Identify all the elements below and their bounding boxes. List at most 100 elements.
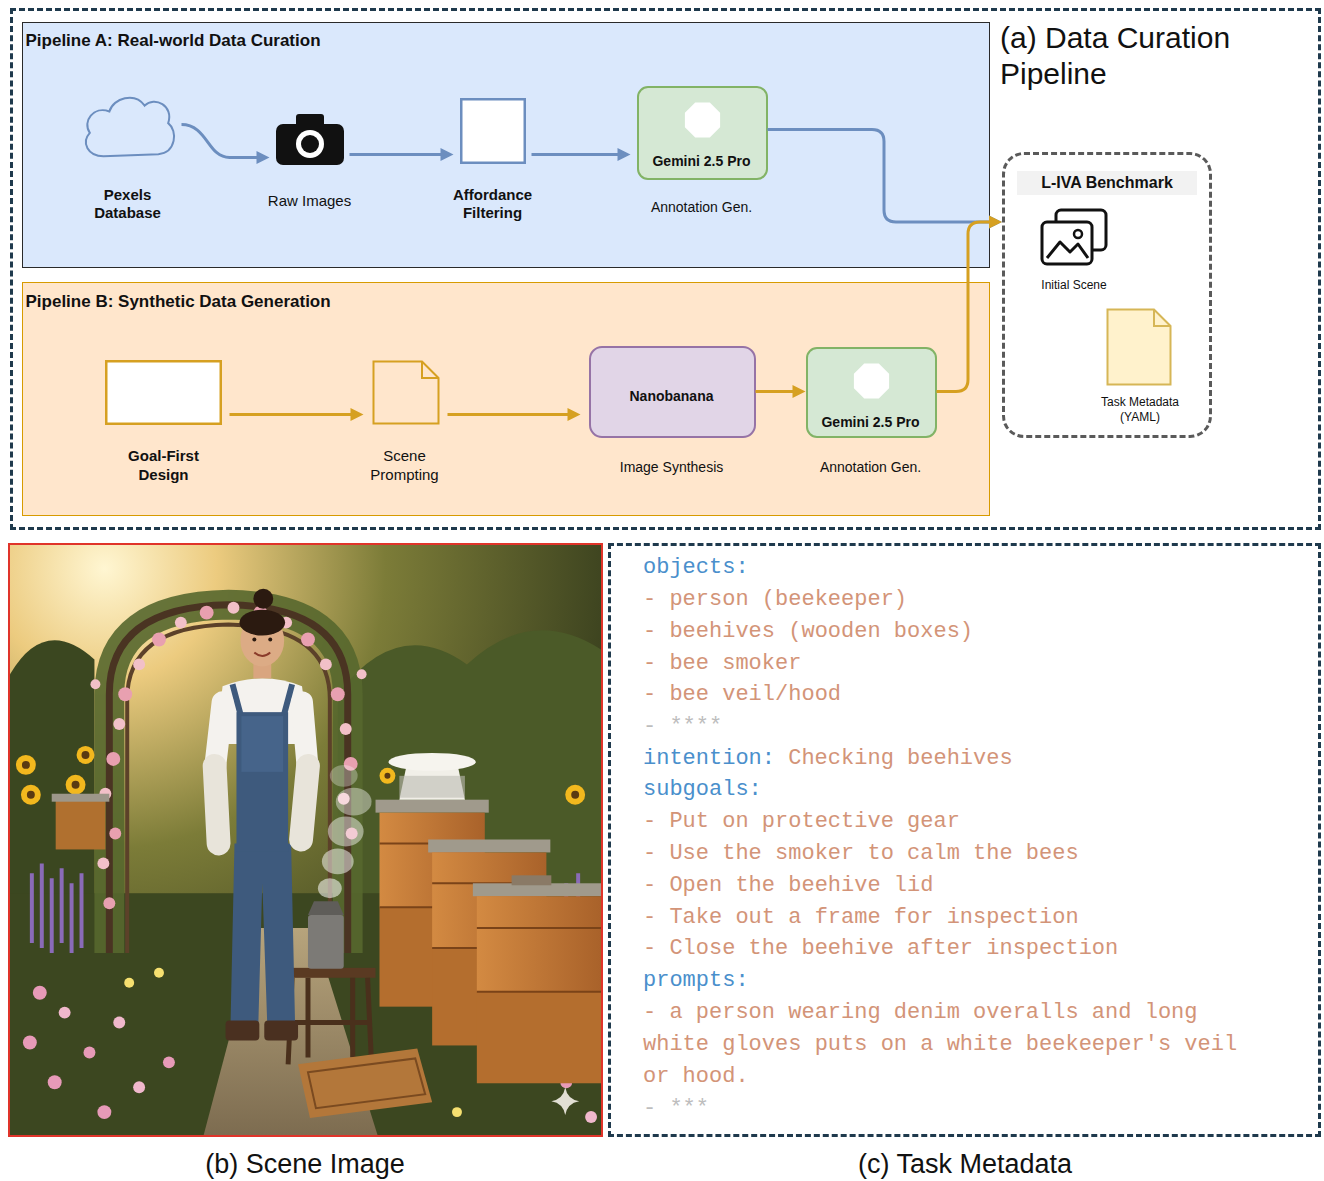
- stool-and-smoker: [308, 915, 344, 969]
- model-box: NanobananaImage Synthesis: [589, 346, 756, 438]
- document-fold: [1154, 310, 1171, 327]
- band-title: Pipeline A: Real-world Data Curation: [26, 31, 626, 51]
- flower-beds: [452, 1107, 462, 1117]
- pipeline-band: Pipeline B: Synthetic Data GenerationGoa…: [22, 282, 990, 516]
- connector-line: [182, 125, 260, 158]
- beekeeper: [264, 1021, 298, 1041]
- image-sun: [1074, 230, 1082, 238]
- yaml-value: - bee smoker: [643, 648, 801, 680]
- yaml-value: Checking beehives: [788, 743, 1012, 775]
- stool-and-smoker: [330, 765, 358, 787]
- arrow-head: [257, 151, 270, 164]
- yaml-value: - beehives (wooden boxes): [643, 616, 973, 648]
- beehives: [477, 992, 601, 1084]
- flower-beds: [59, 1007, 71, 1019]
- camera-body: [276, 124, 344, 165]
- connector: [448, 408, 581, 421]
- caption: (b) Scene Image: [105, 1149, 505, 1179]
- connector-line: [230, 413, 354, 416]
- yaml-key: intention:: [643, 743, 775, 775]
- node-label: Affordance Filtering: [433, 186, 553, 222]
- flower-beds: [384, 773, 390, 779]
- rose-arch: [109, 828, 121, 840]
- camera-icon: Raw Images: [276, 112, 344, 165]
- flower-beds: [133, 1081, 145, 1093]
- beekeeper: [241, 716, 283, 772]
- rose-arch: [90, 679, 100, 689]
- connector: [937, 216, 1003, 392]
- metadata-panel: objects:- person (beekeeper)- beehives (…: [608, 543, 1321, 1137]
- flower-beds: [72, 781, 80, 789]
- flower-beds: [163, 1056, 175, 1068]
- image-icon-outline: [1040, 208, 1108, 268]
- connector: [532, 148, 631, 161]
- connector: [182, 125, 270, 165]
- beekeeper: [239, 610, 285, 636]
- yaml-key: prompts:: [643, 965, 749, 997]
- flower-beds: [565, 785, 585, 805]
- flower-beds: [23, 1036, 37, 1050]
- yaml-value: - Take out a frame for inspection: [643, 902, 1079, 934]
- beekeeper: [236, 712, 288, 851]
- beekeeper: [215, 766, 219, 844]
- document-icon-outline: [1106, 308, 1172, 386]
- image-panel: (b) Scene Image: [8, 543, 603, 1137]
- arrow-head: [989, 216, 1002, 229]
- connector-line: [756, 390, 796, 393]
- beekeeper: [226, 1021, 260, 1041]
- benchmark-box: L-IVA BenchmarkInitial SceneTask Metadat…: [1002, 152, 1212, 438]
- model-box: Gemini 2.5 ProAnnotation Gen.: [637, 86, 768, 180]
- design-box-outline: [105, 360, 222, 425]
- rose-arch: [340, 723, 352, 735]
- node-label: Scene Prompting: [355, 446, 455, 484]
- flower-beds: [585, 1111, 597, 1123]
- beekeeper: [268, 638, 272, 642]
- image-mountain: [1047, 242, 1088, 258]
- rose-arch: [331, 687, 345, 701]
- node-title: Gemini 2.5 Pro: [639, 152, 764, 170]
- arrow-head: [989, 216, 1002, 229]
- rose-arch: [133, 658, 145, 670]
- flower-beds: [66, 775, 86, 795]
- image-frame: [1042, 222, 1092, 264]
- stool-and-smoker: [308, 901, 344, 915]
- bee-veil: [399, 776, 465, 798]
- connector-line: [768, 130, 993, 223]
- document-outline: [373, 361, 438, 423]
- yaml-value: - a person wearing denim overalls and lo…: [643, 997, 1253, 1093]
- camera-lens: [296, 130, 324, 158]
- pipeline-band: Pipeline A: Real-world Data CurationPexe…: [22, 22, 990, 268]
- yaml-value: - bee veil/hood: [643, 679, 841, 711]
- scene-illustration: [10, 545, 601, 1135]
- background: [10, 545, 601, 1135]
- frame-tray: [298, 1048, 432, 1118]
- box-outline: [106, 361, 221, 424]
- rose-arch: [357, 669, 367, 679]
- flower-beds: [84, 1046, 96, 1058]
- stool-and-smoker: [318, 878, 342, 898]
- caption: (c) Task Metadata: [765, 1149, 1165, 1179]
- arrow-head: [793, 385, 806, 398]
- flower-beds: [77, 746, 95, 764]
- beekeeper: [252, 638, 256, 642]
- box-outline: [461, 99, 525, 163]
- rose-arch: [320, 658, 332, 670]
- stool-and-smoker: [328, 817, 364, 847]
- bee-veil: [388, 753, 475, 800]
- flower-beds: [82, 751, 90, 759]
- rose-arch: [152, 633, 166, 647]
- connector: [230, 408, 364, 421]
- beekeeper: [301, 766, 308, 840]
- model-box: Gemini 2.5 ProAnnotation Gen.: [806, 347, 937, 438]
- arrow-head: [441, 148, 454, 161]
- yaml-placeholder: - ***: [643, 1093, 709, 1125]
- box-outline: [590, 347, 755, 437]
- connector: [350, 148, 454, 161]
- node-label: Annotation Gen.: [632, 198, 772, 216]
- filter-box-outline: [460, 98, 526, 164]
- cloud-outline: [85, 97, 173, 155]
- rose-arch: [301, 633, 315, 647]
- beekeeper: [215, 589, 309, 1041]
- yaml-value: - Open the beehive lid: [643, 870, 933, 902]
